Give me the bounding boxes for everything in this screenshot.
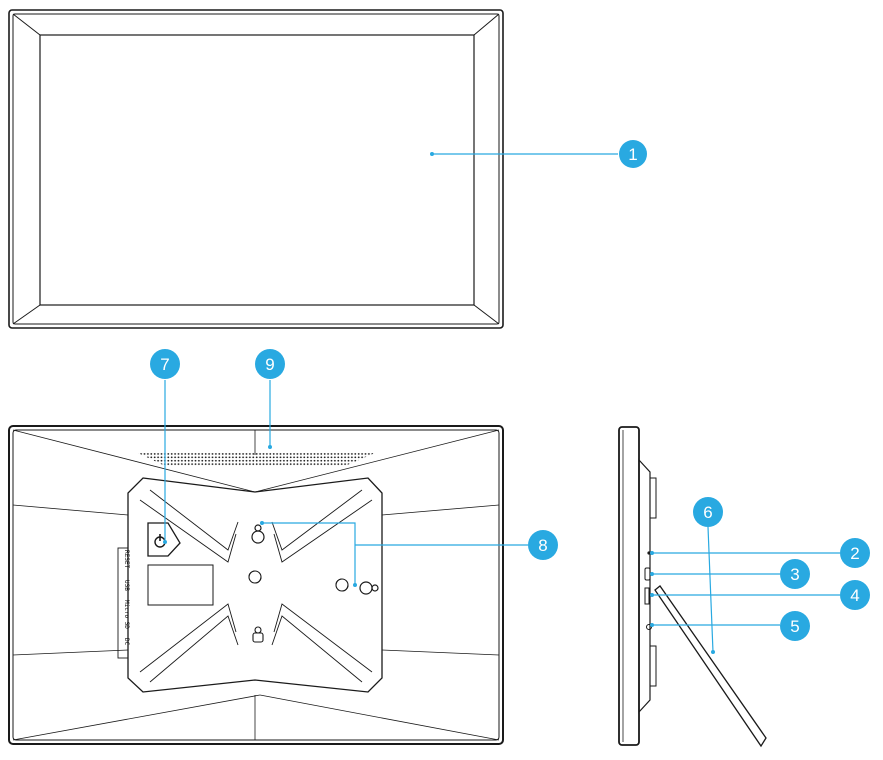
front-bevel-br [473,304,500,325]
back-view [8,425,504,745]
callout-badge-7: 7 [150,349,180,379]
side-hinge [649,477,657,519]
front-screen [39,34,475,306]
callout-lines [164,153,840,653]
side-hinge [649,645,657,687]
svg-text:3: 3 [790,565,799,584]
svg-text:8: 8 [538,536,547,555]
facet-line [381,649,500,656]
facet-line [12,694,261,741]
svg-text:6: 6 [703,503,712,522]
svg-text:1: 1 [628,145,637,164]
rotate-icon [335,578,349,592]
side-port-sd [644,587,650,605]
svg-text:7: 7 [160,355,169,374]
front-view [8,9,504,329]
rib-strips [139,489,373,683]
facet-line [12,504,129,516]
side-view [618,426,767,748]
port-strip [117,547,129,659]
keyhole-top [251,524,265,544]
port-label: RESET [123,550,130,568]
facet-line [12,649,129,656]
callout-dots [163,152,715,654]
callout-badge-3: 3 [780,559,810,589]
rotate-icon [248,570,262,584]
facet-line [254,429,500,493]
callout-badge-1: 1 [619,140,647,168]
callout-badge-9: 9 [255,349,285,379]
front-frame-inner [12,13,500,325]
side-port-reset [647,551,651,555]
callout-badge-8: 8 [528,530,558,560]
side-body [618,426,640,746]
callout-badge-2: 2 [840,538,870,568]
side-port-dc [646,624,652,630]
svg-text:2: 2 [850,544,859,563]
keyhole-right [359,581,379,595]
kickstand [654,585,767,748]
callout-badge-5: 5 [780,611,810,641]
svg-text:4: 4 [850,586,859,605]
svg-text:9: 9 [265,355,274,374]
callout-badge-4: 4 [840,580,870,610]
front-bevel-tl [12,13,41,36]
facet-line [259,694,500,741]
front-frame-outer [8,9,504,329]
svg-text:5: 5 [790,617,799,636]
back-plate [127,477,383,693]
facet-line [12,429,256,493]
facet-line [381,504,500,516]
front-bevel-tr [473,13,500,36]
callout-badges: 1 7 9 8 6 2 3 4 [150,140,870,641]
side-port-usb [644,567,651,581]
front-bevel-bl [12,304,41,325]
label-plate [147,564,214,606]
stand-socket-icon [252,626,264,643]
port-label: DC [123,638,130,646]
side-back-profile [638,458,651,714]
back-frame-inner [12,429,500,741]
port-label: Micro SD [123,600,130,629]
callout-badge-6: 6 [693,497,723,527]
back-frame-outer [8,425,504,745]
port-label: USB [123,580,130,591]
port-labels: RESET USB Micro SD DC [123,550,130,646]
speaker-grille [138,453,375,466]
